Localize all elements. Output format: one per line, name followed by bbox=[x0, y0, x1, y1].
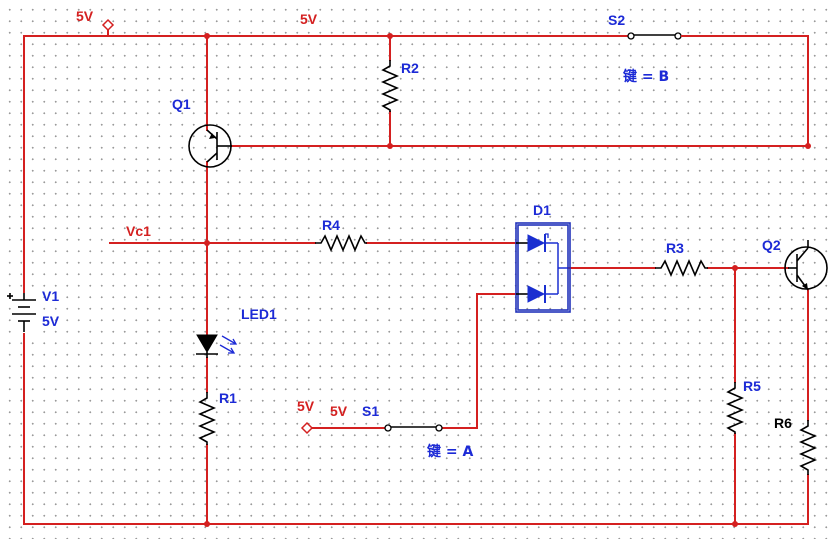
label-node-vc1: Vc1 bbox=[126, 223, 151, 239]
led-led1[interactable] bbox=[196, 334, 238, 358]
label-s1-key: 键 = A bbox=[426, 443, 473, 460]
junction-dot bbox=[204, 33, 210, 39]
resistor-r4[interactable] bbox=[315, 233, 367, 253]
label-r4: R4 bbox=[322, 217, 340, 233]
label-led1: LED1 bbox=[241, 306, 277, 322]
label-v1: V1 bbox=[42, 288, 59, 304]
transistor-q1[interactable] bbox=[188, 124, 232, 168]
junction-dot bbox=[732, 521, 738, 527]
label-rail-top: 5V bbox=[300, 11, 318, 27]
resistor-r1[interactable] bbox=[197, 392, 217, 445]
battery-v1[interactable] bbox=[7, 293, 36, 333]
junction-dot bbox=[204, 240, 210, 246]
junction-dot bbox=[387, 33, 393, 39]
junction-dot bbox=[805, 143, 811, 149]
junctions bbox=[204, 33, 811, 527]
label-q1: Q1 bbox=[172, 96, 191, 112]
label-r5: R5 bbox=[743, 378, 761, 394]
label-v1-value: 5V bbox=[42, 313, 60, 329]
label-r6: R6 bbox=[774, 415, 792, 431]
resistor-r5[interactable] bbox=[725, 382, 745, 434]
wires bbox=[23, 27, 809, 525]
label-s2: S2 bbox=[608, 12, 625, 28]
light-emission-arrows-icon bbox=[219, 335, 238, 354]
label-r2: R2 bbox=[401, 60, 419, 76]
label-r1: R1 bbox=[219, 390, 237, 406]
resistor-r2[interactable] bbox=[380, 60, 400, 112]
label-supply-s1: 5V bbox=[330, 403, 348, 419]
switch-s2[interactable] bbox=[620, 30, 690, 42]
resistor-r3[interactable] bbox=[655, 258, 708, 278]
label-s1: S1 bbox=[362, 403, 379, 419]
labels: 5V 5V Vc1 5V 5V Q1 R2 S2 键 = B R4 D1 R3 … bbox=[42, 8, 792, 460]
label-supply-port-s1: 5V bbox=[297, 398, 315, 414]
switch-s1[interactable] bbox=[384, 424, 443, 432]
label-s2-key: 键 = B bbox=[622, 68, 669, 85]
label-r3: R3 bbox=[666, 240, 684, 256]
supply-port-s1[interactable] bbox=[300, 421, 314, 435]
junction-dot bbox=[204, 521, 210, 527]
diode-array-d1[interactable] bbox=[515, 222, 571, 313]
junction-dot bbox=[732, 265, 738, 271]
wire-top-right bbox=[684, 35, 809, 146]
label-d1: D1 bbox=[533, 202, 551, 218]
junction-dot bbox=[387, 143, 393, 149]
label-q2: Q2 bbox=[762, 237, 781, 253]
wire-s1-d1 bbox=[441, 293, 517, 429]
resistor-r6[interactable] bbox=[798, 420, 818, 475]
label-supply-port-top: 5V bbox=[76, 8, 94, 24]
supply-port-top[interactable] bbox=[101, 18, 115, 32]
transistor-q2[interactable] bbox=[784, 240, 828, 291]
